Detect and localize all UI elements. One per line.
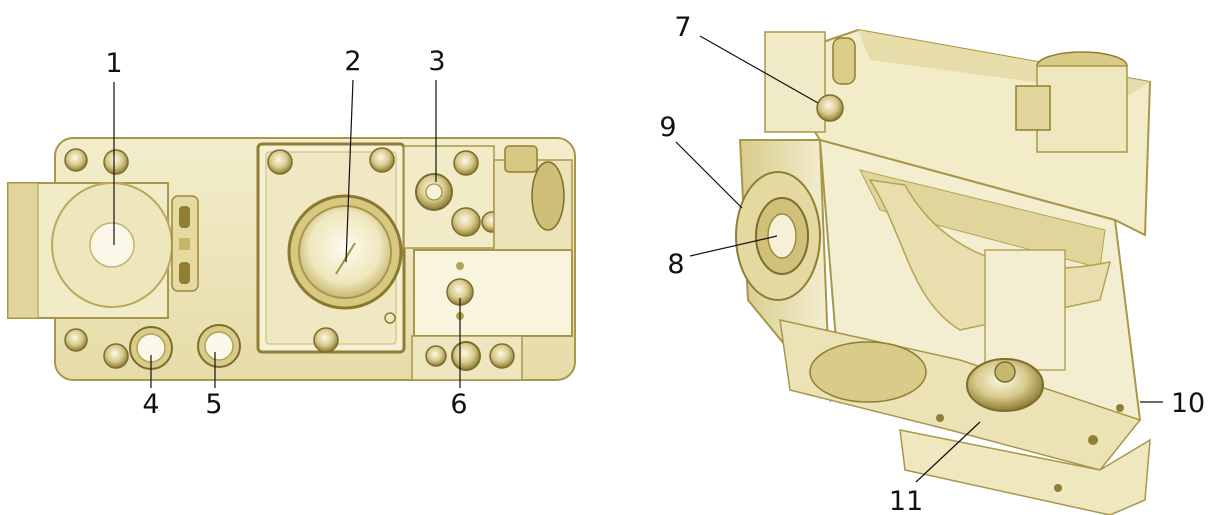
leader-11	[915, 421, 981, 483]
callout-4: 4	[142, 389, 159, 420]
leader-8	[689, 235, 778, 257]
callout-11: 11	[889, 486, 923, 515]
callout-10: 10	[1171, 388, 1205, 419]
callout-5: 5	[205, 389, 222, 420]
callout-9: 9	[659, 112, 676, 143]
callout-6: 6	[450, 389, 467, 420]
leader-2	[345, 79, 354, 263]
valve-front-view	[7, 137, 576, 381]
callout-labels: 1 2 3 4 5 6 7 8 9 10 11	[105, 12, 1205, 515]
callout-1: 1	[105, 48, 122, 79]
callout-7: 7	[674, 12, 691, 43]
valve-rear-view	[735, 28, 1152, 515]
callout-2: 2	[344, 46, 361, 77]
leader-lines	[113, 35, 1163, 483]
leader-9	[675, 141, 743, 209]
leader-7	[699, 35, 819, 104]
callout-3: 3	[428, 46, 445, 77]
callout-8: 8	[667, 249, 684, 280]
